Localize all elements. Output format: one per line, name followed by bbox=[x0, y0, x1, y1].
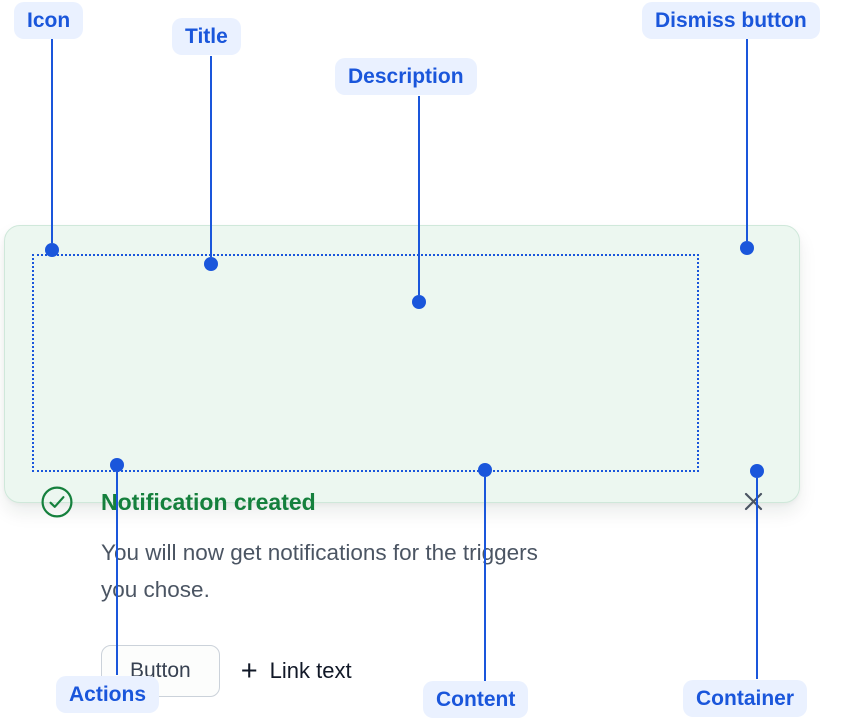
link-label: Link text bbox=[269, 658, 352, 683]
callout-label-content: Content bbox=[423, 681, 529, 718]
callout-label-dismiss-button: Dismiss button bbox=[642, 2, 820, 39]
callout-label-container: Container bbox=[683, 680, 808, 717]
toast-container: Notification created You will now get no… bbox=[4, 225, 800, 697]
toast-title: Notification created bbox=[101, 489, 316, 515]
check-circle-icon bbox=[41, 486, 73, 518]
connector-line-container bbox=[756, 478, 758, 679]
connector-line-description bbox=[418, 96, 420, 295]
connector-line-content bbox=[484, 477, 486, 681]
connector-dot-dismiss-button bbox=[740, 241, 754, 255]
toast-description: You will now get notifications for the t… bbox=[101, 534, 538, 608]
connector-line-title bbox=[210, 56, 212, 257]
callout-label-title: Title bbox=[172, 18, 241, 55]
close-icon bbox=[742, 490, 765, 516]
connector-dot-title bbox=[204, 257, 218, 271]
connector-dot-content bbox=[478, 463, 492, 477]
action-link[interactable]: + Link text bbox=[240, 654, 352, 687]
toast-description-line: You will now get notifications for the t… bbox=[101, 540, 538, 565]
connector-dot-icon bbox=[45, 243, 59, 257]
callout-label-actions: Actions bbox=[56, 676, 160, 713]
connector-dot-actions bbox=[110, 458, 124, 472]
connector-line-actions bbox=[116, 472, 118, 675]
toast-description-line: you chose. bbox=[101, 577, 210, 602]
connector-dot-container bbox=[750, 464, 764, 478]
connector-line-icon bbox=[51, 39, 53, 243]
plus-icon: + bbox=[240, 654, 258, 687]
dismiss-button[interactable] bbox=[733, 483, 773, 523]
connector-line-dismiss-button bbox=[746, 39, 748, 241]
connector-dot-description bbox=[412, 295, 426, 309]
callout-label-icon: Icon bbox=[14, 2, 84, 39]
callout-label-description: Description bbox=[335, 58, 477, 95]
